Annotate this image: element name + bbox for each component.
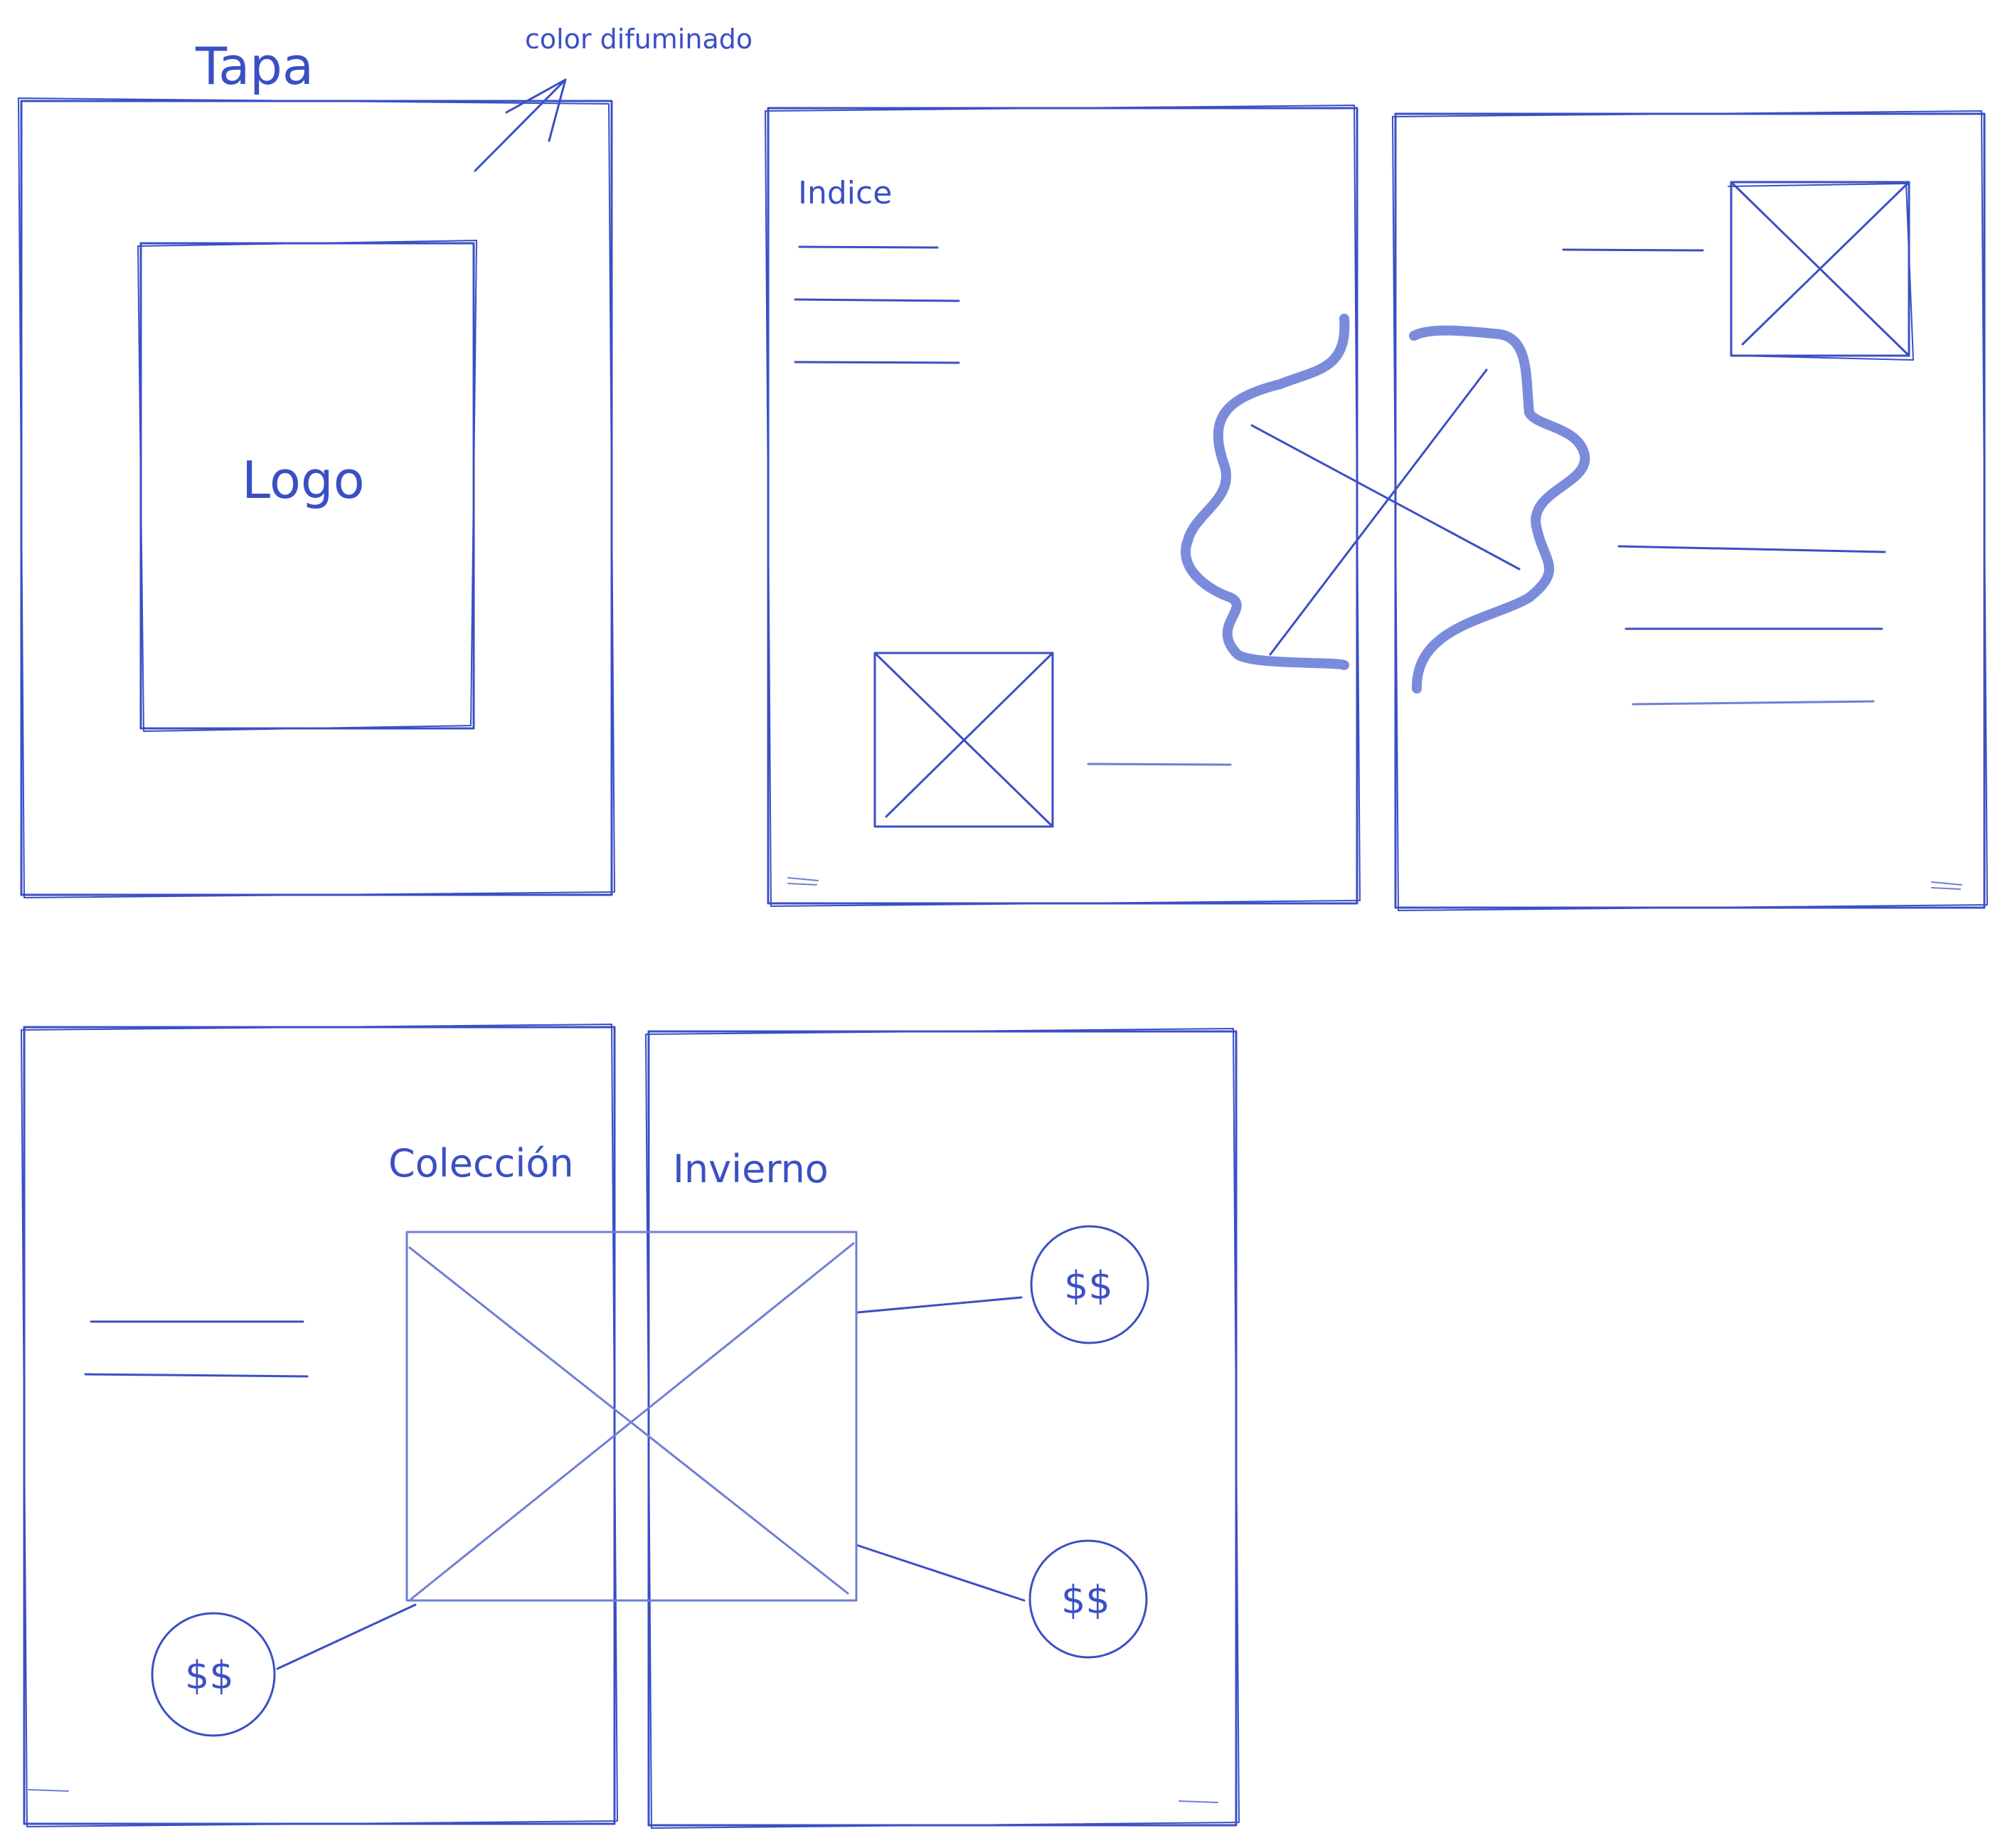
price-tag-label: $$ (1061, 1578, 1110, 1623)
collection-left-frame (23, 1026, 616, 1825)
annotation-arrow-icon (474, 78, 567, 172)
text-line (1632, 700, 1875, 706)
text-line (84, 1373, 309, 1378)
text-line (794, 361, 960, 364)
index-left-frame (767, 107, 1358, 905)
connector-line (856, 1296, 1023, 1314)
price-circle (151, 1612, 276, 1737)
collection-label: Colección (388, 1141, 574, 1186)
text-line (794, 298, 960, 302)
image-placeholder-icon (1728, 181, 1914, 361)
image-placeholder-icon (873, 652, 1054, 828)
image-placeholder-icon (1250, 368, 1521, 656)
price-tag: $$ (855, 1539, 1148, 1659)
collection-right-page: Invierno $$ $$ (645, 1028, 1240, 1829)
price-tag-label: $$ (1064, 1263, 1113, 1308)
connector-line (855, 1544, 1026, 1602)
text-line (798, 245, 939, 249)
price-tag-label: $$ (185, 1653, 234, 1698)
price-circle (1030, 1225, 1149, 1344)
collection-left-page: Colección $$ (21, 1024, 618, 1827)
page-number-mark (1179, 1800, 1218, 1803)
cover-page: Tapa color difuminado Logo (18, 23, 752, 898)
price-circle (1028, 1539, 1148, 1659)
price-tag: $$ (856, 1225, 1149, 1344)
invierno-label: Invierno (673, 1147, 829, 1191)
index-right-page (1392, 110, 1988, 911)
cover-title: Tapa (195, 36, 314, 96)
logo-label: Logo (242, 450, 365, 510)
price-tag: $$ (151, 1603, 417, 1737)
caption-line (1087, 763, 1232, 766)
index-right-frame (1394, 112, 1986, 909)
connector-line (276, 1603, 417, 1670)
page-number-mark (1931, 881, 1962, 890)
cover-frame-sketch (18, 97, 615, 898)
cover-frame (20, 100, 613, 896)
spread-image-placeholder-icon (405, 1231, 858, 1602)
index-label: Indice (798, 175, 892, 211)
index-left-page: Indice (765, 105, 1361, 907)
spread-image-blob (1181, 314, 1590, 694)
cover-annotation: color difuminado (525, 23, 752, 55)
text-line (1617, 545, 1886, 553)
collection-right-frame (647, 1030, 1238, 1827)
logo-box (139, 242, 475, 730)
page-number-mark (28, 1789, 69, 1792)
page-number-mark (787, 877, 819, 886)
